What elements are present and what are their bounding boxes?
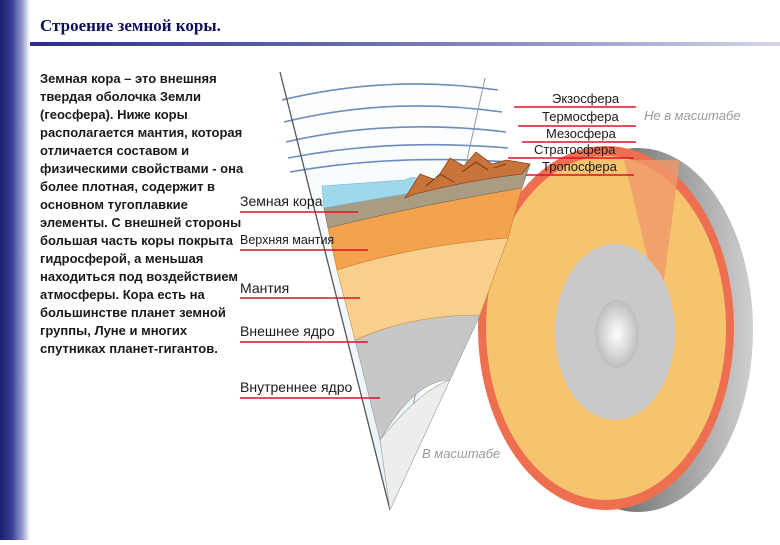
label-outer-core: Внешнее ядро	[240, 323, 335, 339]
mountain-ridges	[425, 161, 507, 187]
earth-structure-diagram: Земная кора Верхняя мантия Мантия Внешне…	[240, 60, 780, 540]
label-thermosphere: Термосфера	[542, 109, 619, 124]
wedge-mountains	[404, 151, 531, 199]
label-troposphere: Тропосфера	[542, 159, 618, 174]
atmosphere-leader-lines	[508, 106, 636, 176]
label-upper-mantle: Верхняя мантия	[240, 233, 334, 247]
label-mesosphere: Мезосфера	[546, 126, 617, 141]
diagram-svg: Земная кора Верхняя мантия Мантия Внешне…	[240, 71, 753, 512]
wedge-left-edge	[279, 71, 391, 511]
label-crust: Земная кора	[240, 193, 323, 209]
earth-sphere	[478, 146, 753, 512]
sphere-inner-core	[595, 300, 639, 368]
layered-wedge	[321, 151, 531, 512]
description-text: Земная кора – это внешняя твердая оболоч…	[40, 71, 244, 356]
earth-leader-lines	[240, 211, 380, 399]
slide-title: Строение земной коры.	[40, 16, 221, 35]
label-mantle: Мантия	[240, 280, 289, 296]
left-decor-band	[0, 0, 30, 540]
title-underline	[30, 42, 780, 46]
label-exosphere: Экзосфера	[552, 91, 620, 106]
sphere-cut-wedge	[624, 160, 680, 310]
label-stratosphere: Стратосфера	[534, 142, 616, 157]
label-to-scale: В масштабе	[422, 446, 500, 461]
label-not-to-scale: Не в масштабе	[644, 108, 741, 123]
label-inner-core: Внутреннее ядро	[240, 379, 353, 395]
